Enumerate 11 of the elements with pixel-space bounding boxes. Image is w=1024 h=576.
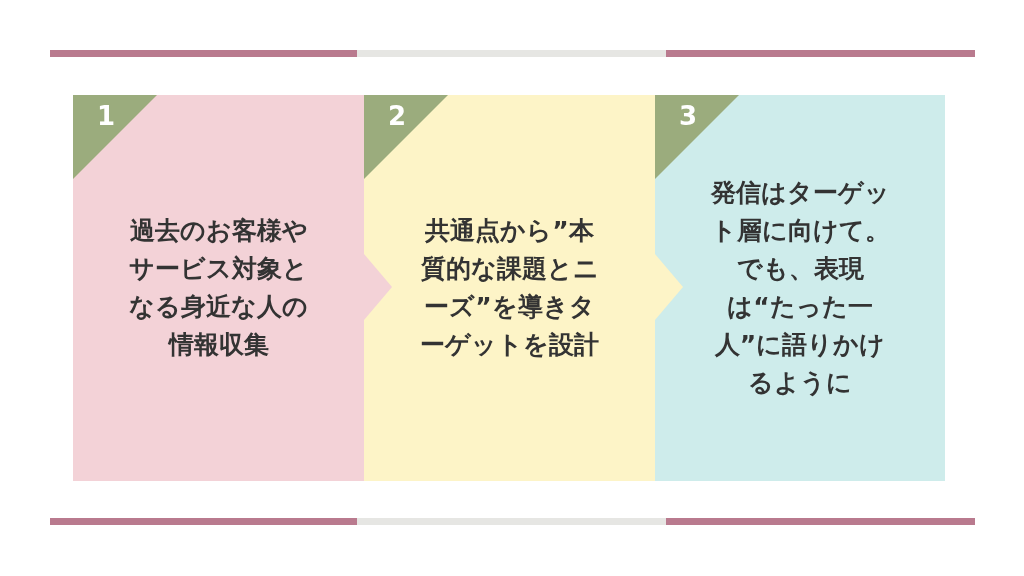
step-panel [655,95,945,481]
step-text: 発信はターゲット層に向けて。でも、表現は“たった一人”に語りかけるように [709,177,891,399]
step-text: 過去のお客様やサービス対象となる身近な人の情報収集 [128,215,309,361]
step-text: 共通点から”本質的な課題とニーズ”を導きターゲットを設計 [419,215,600,361]
step-panel [73,95,364,481]
step-panel [364,95,655,481]
chevron-arrow [655,254,683,320]
step-number: 2 [388,101,407,131]
chevron-arrow [364,254,392,320]
step-number: 3 [679,101,698,131]
step-number: 1 [97,101,116,131]
